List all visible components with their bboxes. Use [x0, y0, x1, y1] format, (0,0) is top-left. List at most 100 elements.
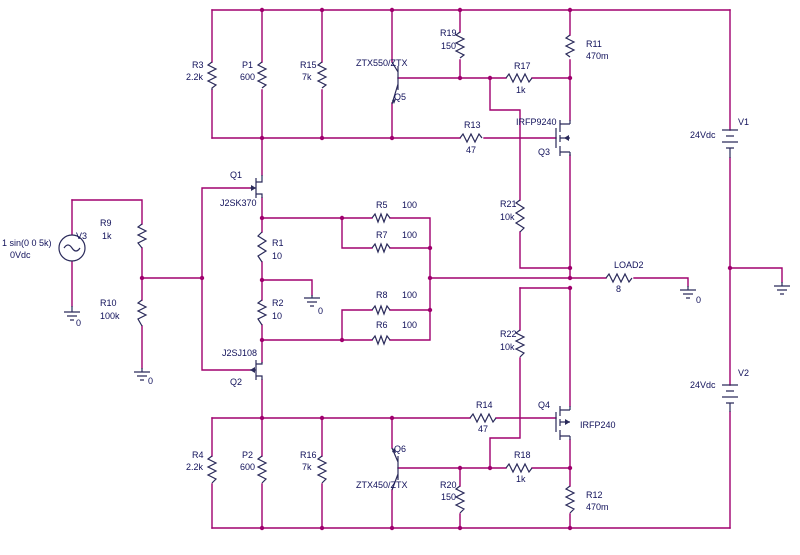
- model-q3: IRFP9240: [516, 117, 557, 127]
- resistor-r1: [256, 231, 268, 263]
- resistor-r13: [459, 132, 483, 144]
- value-r8: 100: [402, 290, 417, 300]
- label-load2: LOAD2: [614, 260, 644, 270]
- label-r22: R22: [500, 329, 517, 339]
- resistor-r16: [316, 455, 328, 484]
- label-r4: R4: [192, 450, 204, 460]
- value-p2: 600: [240, 462, 255, 472]
- model-q1: J2SK370: [220, 198, 257, 208]
- resistor-r22: [514, 329, 526, 358]
- resistor-r21: [514, 199, 526, 233]
- mosfet-q4: [555, 406, 571, 440]
- gnd-label: 0: [76, 318, 81, 328]
- model-q4: IRFP240: [580, 420, 616, 430]
- value-r4: 2.2k: [186, 462, 204, 472]
- value-r11: 470m: [586, 51, 609, 61]
- value-r3: 2.2k: [186, 72, 204, 82]
- battery-v2: [722, 384, 738, 412]
- value-r17: 1k: [516, 85, 526, 95]
- label-q2: Q2: [230, 377, 242, 387]
- ground-symbols: [64, 282, 790, 381]
- mosfet-q3: [555, 120, 571, 156]
- value-r21: 10k: [500, 212, 515, 222]
- value-r10: 100k: [100, 311, 120, 321]
- label-r14: R14: [476, 400, 493, 410]
- label-v1: V1: [738, 117, 749, 127]
- resistor-r11: [564, 34, 576, 58]
- value-r12: 470m: [586, 502, 609, 512]
- label-r13: R13: [464, 120, 481, 130]
- value-r5: 100: [402, 200, 417, 210]
- value-r13: 47: [466, 145, 476, 155]
- value-r22: 10k: [500, 342, 515, 352]
- label-r20: R20: [440, 480, 457, 490]
- value-r1: 10: [272, 251, 282, 261]
- value-load2: 8: [616, 284, 621, 294]
- label-q1: Q1: [230, 170, 242, 180]
- gnd-label: 0: [148, 376, 153, 386]
- resistor-r17: [505, 72, 533, 84]
- junctions: [139, 7, 733, 531]
- label-r12: R12: [586, 490, 603, 500]
- resistor-r14: [469, 412, 497, 424]
- gnd-label: 0: [696, 295, 701, 305]
- resistor-r12: [564, 485, 576, 514]
- model-q5: ZTX550/ZTX: [356, 58, 408, 68]
- label-r7: R7: [376, 230, 388, 240]
- component-labels: R3 2.2k P1 600 R15 7k ZTX550/ZTX Q5 R19 …: [2, 28, 749, 512]
- value-v2: 24Vdc: [690, 380, 716, 390]
- label-q4: Q4: [538, 400, 550, 410]
- value-r7: 100: [402, 230, 417, 240]
- voltage-source-v3: [58, 234, 86, 262]
- value-v1: 24Vdc: [690, 130, 716, 140]
- transistor-q5: [391, 61, 399, 105]
- label-r10: R10: [100, 298, 117, 308]
- wires: [71, 9, 783, 529]
- resistor-r15: [316, 61, 328, 89]
- label-v2: V2: [738, 368, 749, 378]
- label-p2: P2: [242, 450, 253, 460]
- value-r9: 1k: [102, 231, 112, 241]
- label-r8: R8: [376, 290, 388, 300]
- label-r1: R1: [272, 238, 284, 248]
- model-q6: ZTX450/ZTX: [356, 480, 408, 490]
- resistor-r7: [371, 242, 391, 254]
- resistor-r5: [371, 212, 391, 224]
- resistor-r20: [454, 485, 466, 514]
- value-r18: 1k: [516, 474, 526, 484]
- resistor-r9: [136, 223, 148, 249]
- label-p1: P1: [242, 60, 253, 70]
- resistor-r3: [206, 61, 218, 90]
- resistor-r10: [136, 299, 148, 327]
- label-r9: R9: [100, 218, 112, 228]
- label-r3: R3: [192, 60, 204, 70]
- resistor-r19: [454, 31, 466, 59]
- label-q3: Q3: [538, 147, 550, 157]
- label-r5: R5: [376, 200, 388, 210]
- value-r6: 100: [402, 320, 417, 330]
- label-r2: R2: [272, 298, 284, 308]
- value-p1: 600: [240, 72, 255, 82]
- potentiometer-p1: [256, 61, 268, 89]
- label-r17: R17: [514, 61, 531, 71]
- model-q2: J2SJ108: [222, 348, 257, 358]
- resistor-r2: [256, 299, 268, 326]
- jfet-q2: [250, 360, 263, 380]
- value-r2: 10: [272, 311, 282, 321]
- label-v3: V3: [76, 231, 87, 241]
- label-q6: Q6: [394, 444, 406, 454]
- label-r21: R21: [500, 199, 517, 209]
- value-r20: 150: [441, 492, 456, 502]
- resistor-r18: [505, 462, 533, 474]
- value-r15: 7k: [302, 72, 312, 82]
- value-r14: 47: [478, 424, 488, 434]
- resistor-r6: [371, 334, 391, 346]
- v3-dc: 0Vdc: [10, 250, 31, 260]
- label-r15: R15: [300, 60, 317, 70]
- label-r6: R6: [376, 320, 388, 330]
- value-r16: 7k: [302, 462, 312, 472]
- jfet-q1: [250, 175, 263, 198]
- gnd-label: 0: [318, 306, 323, 316]
